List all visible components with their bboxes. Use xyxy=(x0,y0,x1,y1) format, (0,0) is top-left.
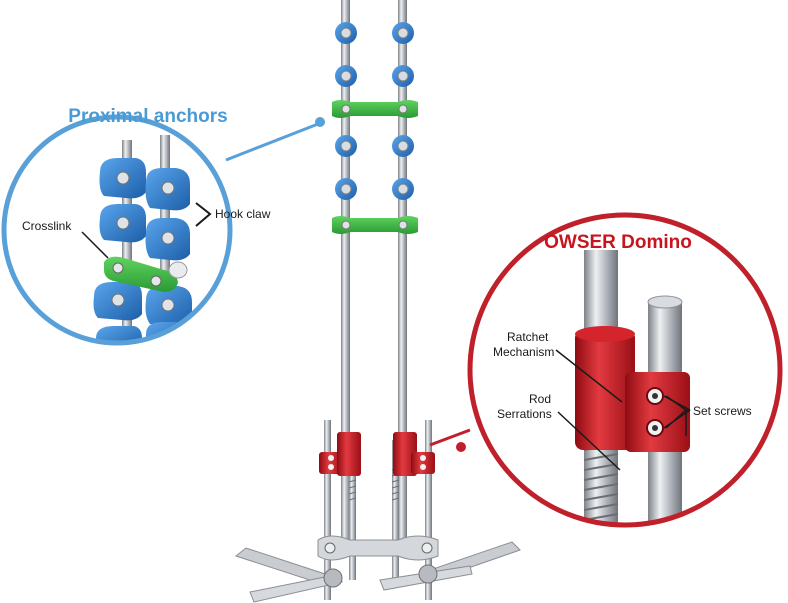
owser-domino-title: OWSER Domino xyxy=(544,232,692,253)
ratchet-leader xyxy=(555,349,623,403)
ratchet-label-line2: Mechanism xyxy=(493,345,554,359)
proximal-leader-line xyxy=(225,122,319,162)
domino-leader-line xyxy=(429,428,471,447)
left-rod xyxy=(341,0,350,545)
crosslink-lower xyxy=(332,216,418,234)
domino-leader-dot xyxy=(456,442,466,452)
pedicle-screws xyxy=(234,541,521,603)
proximal-circle-frame xyxy=(1,114,233,346)
crosslink-label: Crosslink xyxy=(22,219,72,233)
domino-right xyxy=(393,432,435,476)
crosslink-upper xyxy=(332,100,418,118)
proximal-leader-dot xyxy=(315,117,325,127)
right-rod xyxy=(398,0,407,545)
rod-serrations-leader xyxy=(557,411,621,471)
proximal-anchors-title: Proximal anchors xyxy=(68,106,227,127)
hook-claw-bracket xyxy=(195,202,212,227)
crosslink-leader xyxy=(81,231,109,259)
owser-domino-callout: OWSER Domino Ratchet Mechanism Rod Serra… xyxy=(429,212,783,528)
ratchet-label-line1: Ratchet xyxy=(507,330,549,344)
rod-label-line2: Serrations xyxy=(497,407,552,421)
set-screws-label: Set screws xyxy=(693,404,752,418)
rod-label-line1: Rod xyxy=(529,392,551,406)
domino-body xyxy=(575,330,635,450)
proximal-anchors-callout: Proximal anchors Hook claw Crosslink xyxy=(1,106,325,346)
main-construct xyxy=(234,0,521,603)
domino-left xyxy=(319,432,361,476)
domino-circle-frame xyxy=(467,212,783,528)
hook-claw-label: Hook claw xyxy=(215,207,271,221)
